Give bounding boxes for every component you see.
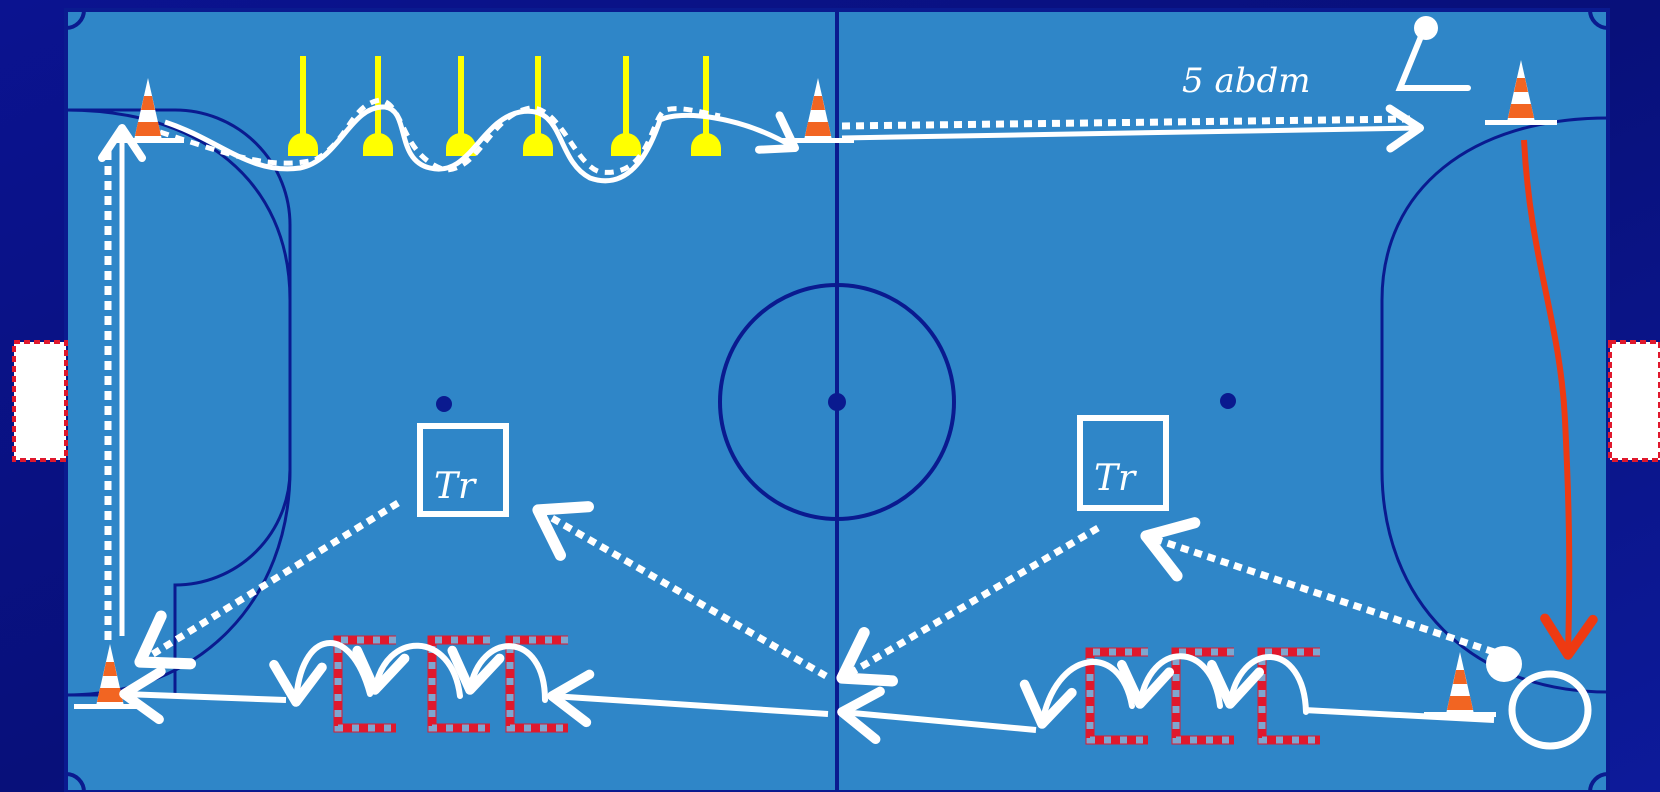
jump-arcs [269,640,1309,729]
exercise-note: 5 abdm [1182,61,1310,101]
left-sideline-run [98,124,146,640]
goal-right [1608,340,1660,462]
station-right: Tr [1077,415,1169,511]
slalom-path [159,97,799,183]
ball-icon [1486,646,1522,682]
goal-left [12,340,68,462]
player-icon [1395,16,1471,91]
hoop-icon [1508,670,1592,750]
station-label: Tr [1094,458,1137,499]
station-label: Tr [434,466,477,507]
station-left: Tr [417,423,509,517]
diagonal-runs [134,500,1496,687]
top-run-arrows [841,104,1424,153]
bottom-runs [119,666,1495,745]
red-sprint-arrow [1521,139,1598,660]
